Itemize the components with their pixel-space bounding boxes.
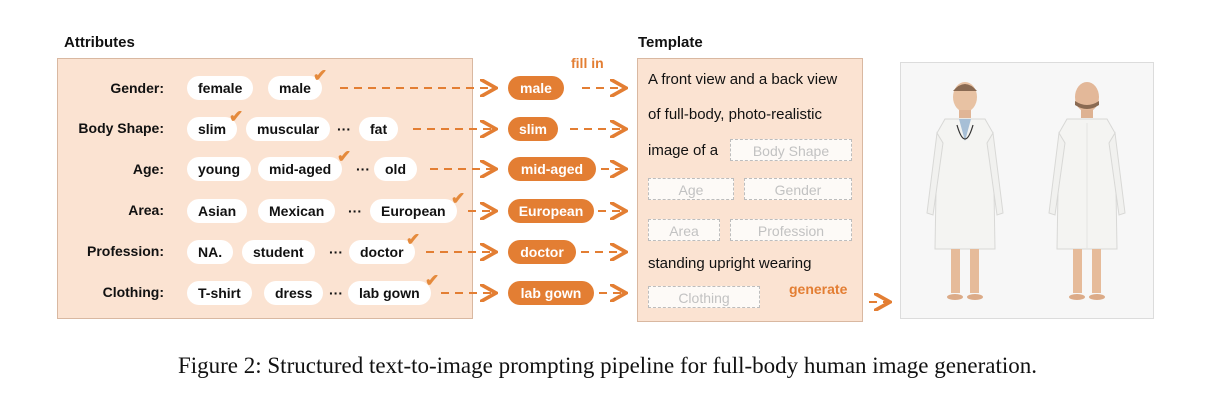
option-chip: NA. bbox=[187, 240, 234, 264]
slot-gender: Gender bbox=[744, 178, 852, 200]
ellipsis: ··· bbox=[329, 285, 343, 301]
row-label-profession: Profession: bbox=[86, 243, 164, 259]
row-label-age: Age: bbox=[132, 161, 164, 177]
generated-image bbox=[900, 62, 1154, 319]
row-label-clothing: Clothing: bbox=[102, 284, 164, 300]
attributes-heading: Attributes bbox=[64, 34, 135, 51]
slot-age: Age bbox=[648, 178, 734, 200]
selected-profession-pill: doctor bbox=[508, 240, 576, 264]
option-chip-selected: European bbox=[370, 199, 457, 223]
ellipsis: ··· bbox=[356, 161, 370, 177]
checkmark-icon: ✔ bbox=[425, 271, 440, 290]
slot-body-shape: Body Shape bbox=[730, 139, 852, 161]
option-chip-selected: doctor bbox=[349, 240, 415, 264]
selected-clothing-pill: lab gown bbox=[508, 281, 594, 305]
attributes-panel bbox=[57, 58, 473, 319]
checkmark-icon: ✔ bbox=[406, 230, 421, 249]
slot-profession: Profession bbox=[730, 219, 852, 241]
slot-area: Area bbox=[648, 219, 720, 241]
row-label-body-shape: Body Shape: bbox=[78, 120, 164, 136]
option-chip: female bbox=[187, 76, 254, 100]
option-chip: Mexican bbox=[258, 199, 336, 223]
figure-caption: Figure 2: Structured text-to-image promp… bbox=[177, 353, 1038, 378]
checkmark-icon: ✔ bbox=[337, 147, 352, 166]
option-chip: Asian bbox=[187, 199, 248, 223]
option-chip: old bbox=[374, 157, 417, 181]
selected-area-pill: European bbox=[508, 199, 594, 223]
selected-body-shape-pill: slim bbox=[508, 117, 558, 141]
option-chip-selected: mid-aged bbox=[258, 157, 343, 181]
ellipsis: ··· bbox=[337, 121, 351, 137]
selected-gender-pill: male bbox=[508, 76, 564, 100]
option-chip: student bbox=[242, 240, 315, 264]
row-label-area: Area: bbox=[128, 202, 164, 218]
row-label-gender: Gender: bbox=[110, 80, 164, 96]
back-view-figure bbox=[1048, 82, 1126, 300]
checkmark-icon: ✔ bbox=[451, 189, 466, 208]
template-heading: Template bbox=[638, 34, 703, 51]
selected-age-pill: mid-aged bbox=[508, 157, 596, 181]
slot-clothing: Clothing bbox=[648, 286, 760, 308]
option-chip-selected: male bbox=[268, 76, 322, 100]
option-chip-selected: slim bbox=[187, 117, 238, 141]
fill-in-label: fill in bbox=[571, 55, 604, 71]
template-text-line3: image of a bbox=[648, 142, 719, 159]
checkmark-icon: ✔ bbox=[313, 66, 328, 85]
checkmark-icon: ✔ bbox=[229, 107, 244, 126]
option-chip: fat bbox=[359, 117, 399, 141]
option-chip: young bbox=[187, 157, 251, 181]
option-chip-selected: lab gown bbox=[348, 281, 431, 305]
template-text-line4: standing upright wearing bbox=[648, 255, 812, 272]
template-text-line2: of full-body, photo-realistic bbox=[648, 106, 822, 123]
doctor-figure-illustration bbox=[926, 82, 1126, 300]
option-chip: muscular bbox=[246, 117, 331, 141]
option-chip: dress bbox=[264, 281, 324, 305]
option-chip: T-shirt bbox=[187, 281, 252, 305]
generate-label: generate bbox=[789, 281, 848, 297]
template-text-line1: A front view and a back view bbox=[648, 71, 838, 88]
ellipsis: ··· bbox=[348, 203, 362, 219]
ellipsis: ··· bbox=[329, 244, 343, 260]
front-view-figure bbox=[926, 82, 1004, 300]
